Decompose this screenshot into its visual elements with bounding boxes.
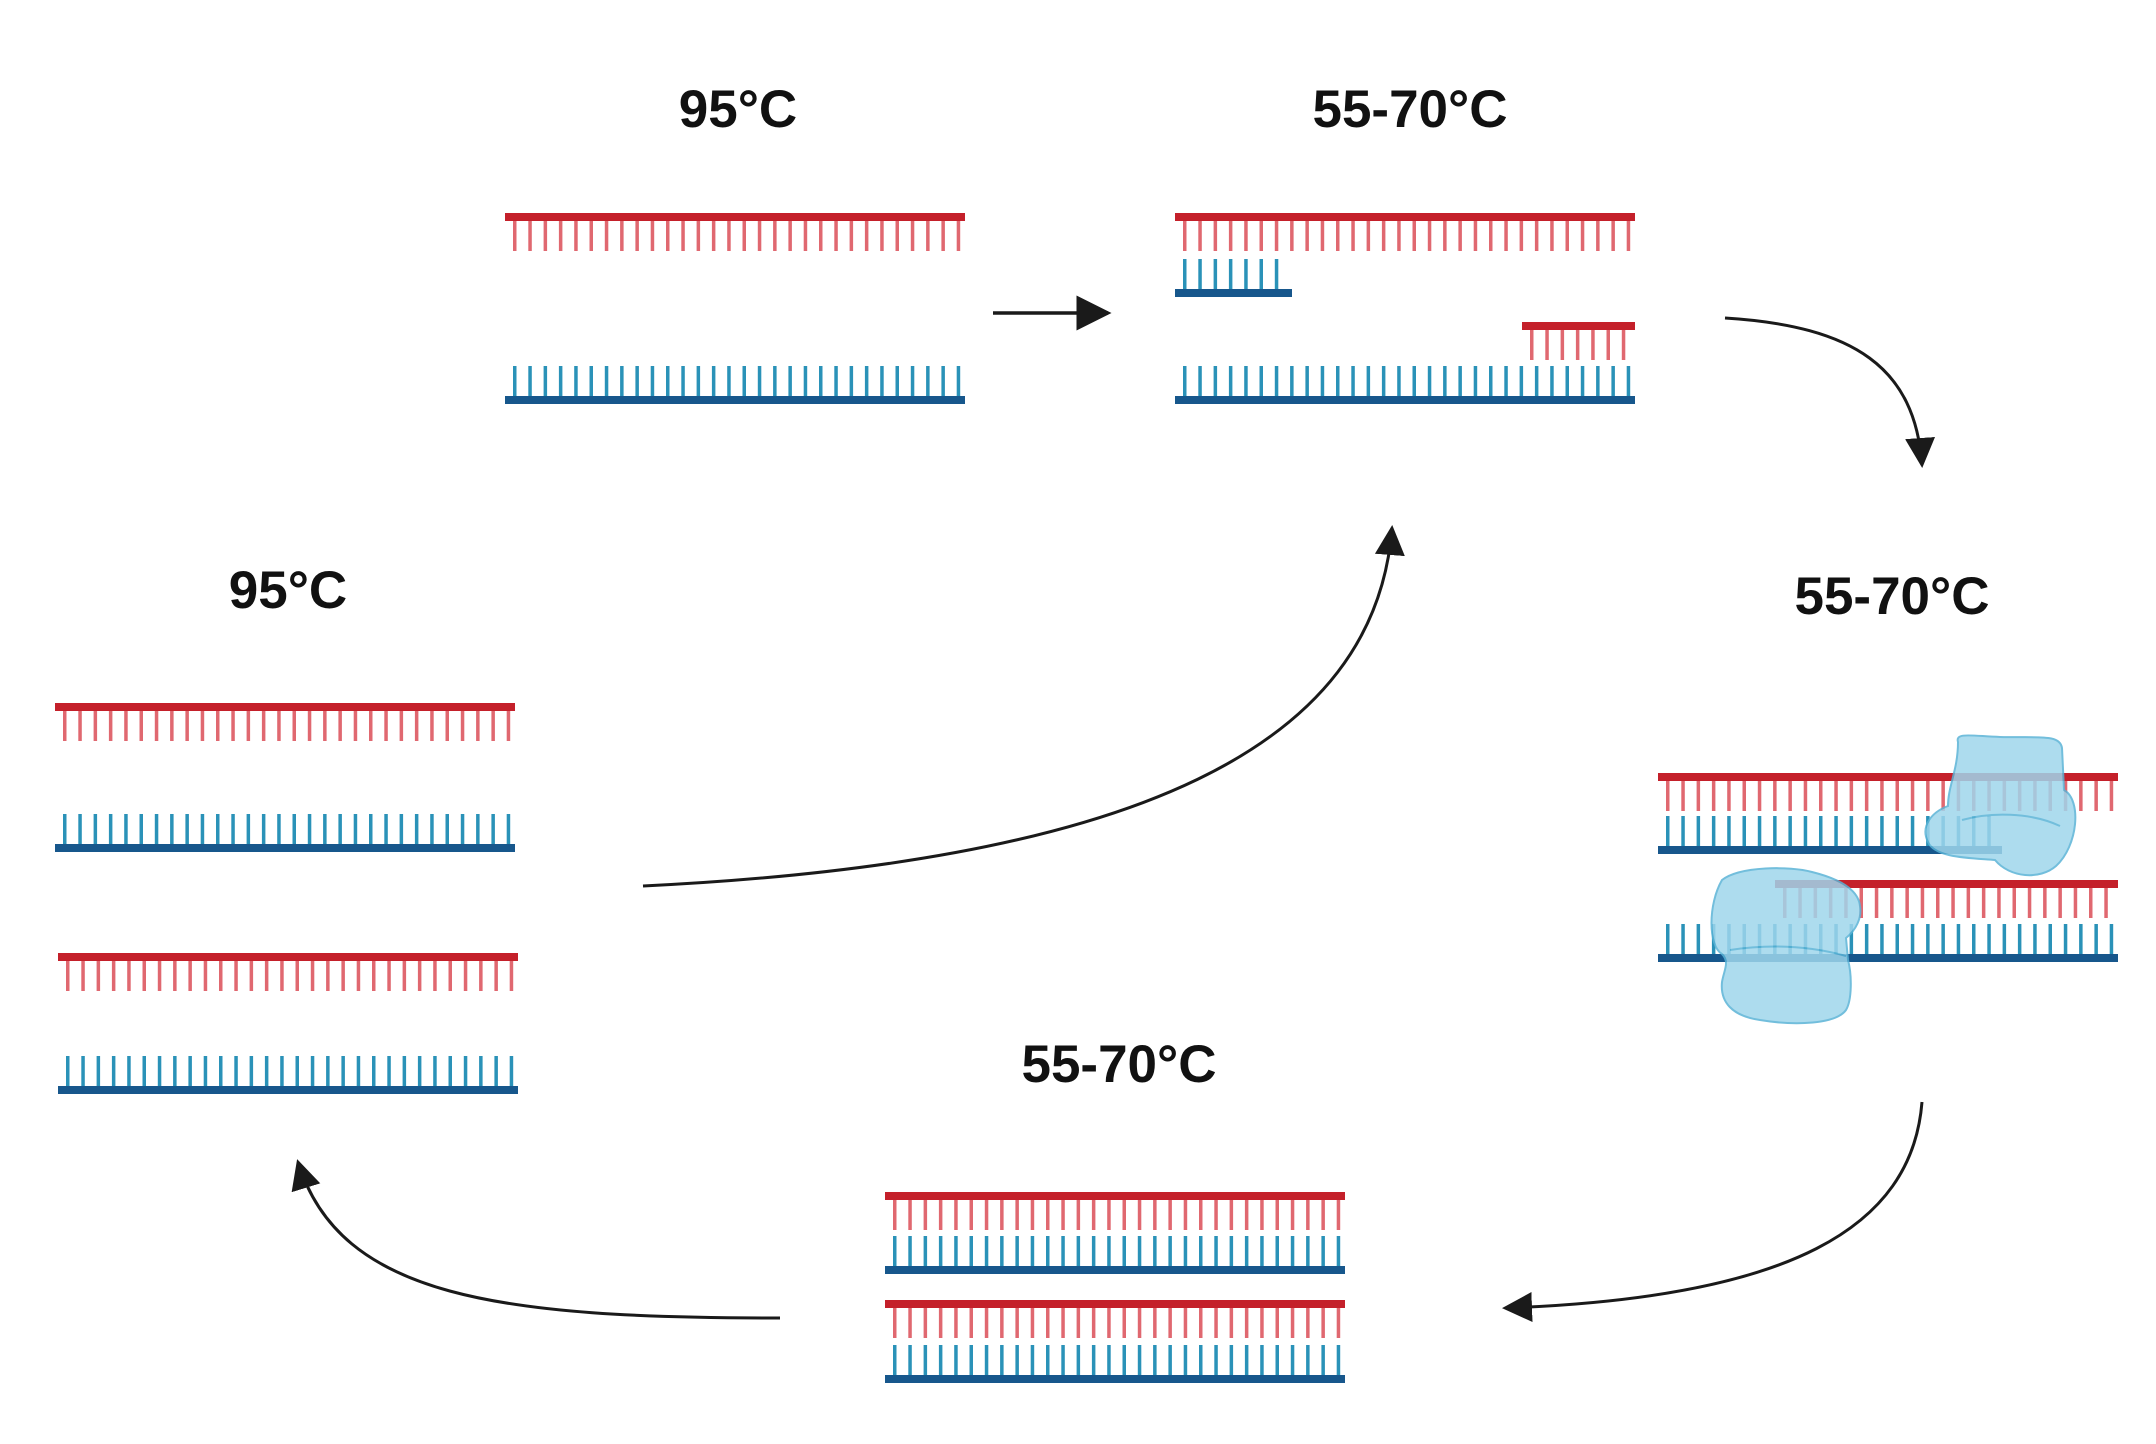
step5-red-strand-2: [58, 953, 518, 991]
step4-temperature-label: 55-70°C: [1021, 1035, 1216, 1094]
polymerase-enzyme-top: [1924, 734, 2077, 877]
step5-blue-strand-1: [55, 814, 515, 852]
step2-blue-primer: [1175, 259, 1292, 297]
step4-product1-red: [885, 1192, 1345, 1230]
step5-temperature-label: 95°C: [229, 561, 347, 620]
step1-temperature-label: 95°C: [679, 80, 797, 139]
step1-red-strand: [505, 213, 965, 251]
step3-red-new-strand: [1775, 880, 2118, 918]
step2-blue-strand: [1175, 366, 1635, 404]
step2-red-strand: [1175, 213, 1635, 251]
step4-product1-blue: [885, 1236, 1345, 1274]
arrow-step3-to-step4: [1502, 1101, 1924, 1323]
polymerase-enzyme-bottom: [1710, 867, 1862, 1025]
step2-temperature-label: 55-70°C: [1312, 80, 1507, 139]
arrow-step4-to-step5: [291, 1159, 781, 1320]
dna-strands: [55, 213, 2118, 1383]
step4-product2-red: [885, 1300, 1345, 1338]
arrow-step5-to-step2: [642, 525, 1405, 888]
step5-red-strand-1: [55, 703, 515, 741]
step1-blue-strand: [505, 366, 965, 404]
step5-blue-strand-2: [58, 1056, 518, 1094]
step3-temperature-label: 55-70°C: [1794, 567, 1989, 626]
arrow-step2-to-step3: [1724, 316, 1936, 468]
step2-red-primer: [1522, 322, 1635, 360]
step4-product2-blue: [885, 1345, 1345, 1383]
